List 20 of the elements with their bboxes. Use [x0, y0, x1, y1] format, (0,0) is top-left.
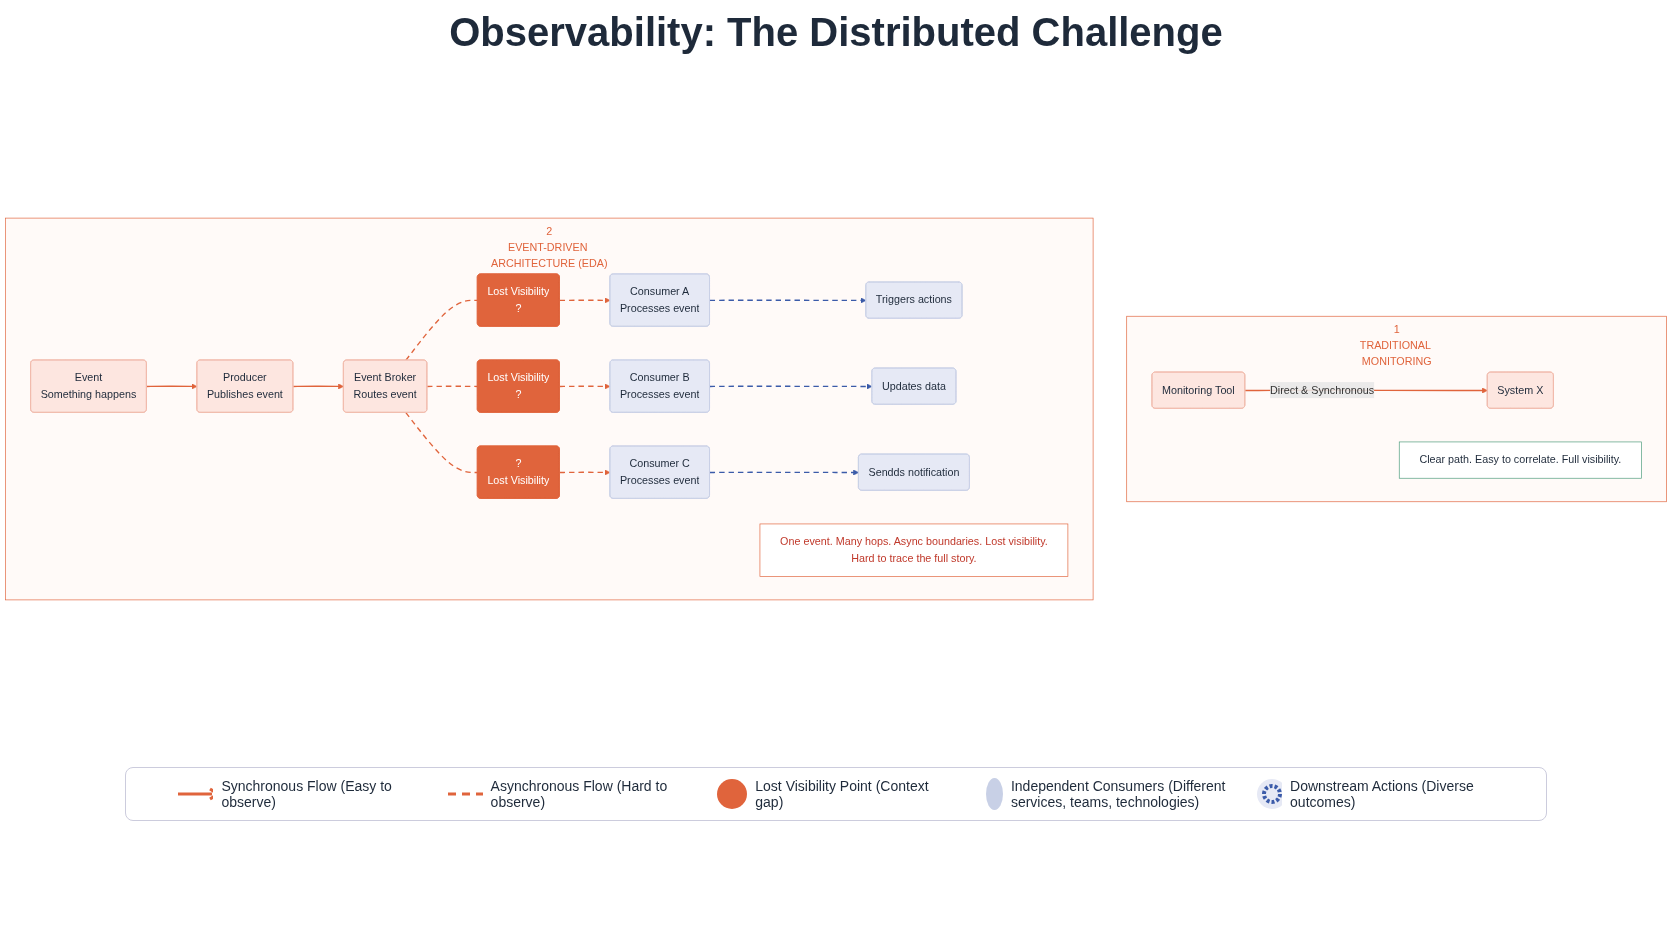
arrow [559, 469, 611, 476]
arrow [559, 383, 611, 390]
arrow [559, 297, 611, 304]
arrow [292, 383, 344, 390]
edge-label: Direct & Synchronous [1270, 384, 1375, 396]
legend-text: Asynchronous Flow (Hard to observe) [490, 778, 669, 810]
arrow [709, 297, 867, 304]
legend-text: Independent Consumers (Different services, teams, technologies) [1010, 778, 1226, 810]
node-box: One event. Many hops. Async boundaries. Lost visibility. Hard to trace the full story. [759, 523, 1069, 577]
connector [405, 299, 479, 361]
legend-text: Downstream Actions (Diverse outcomes) [1290, 778, 1475, 810]
legend-text: Lost Visibility Point (Context gap) [755, 778, 930, 810]
connector [405, 412, 479, 474]
title: Observability: The Distributed Challenge [448, 10, 1224, 55]
legend-text: Synchronous Flow (Easy to observe) [221, 778, 393, 810]
arrow [709, 383, 873, 390]
node-box: Clear path. Easy to correlate. Full visibility. [1398, 441, 1642, 479]
connector [426, 385, 479, 388]
arrow [709, 469, 859, 476]
arrow [146, 383, 198, 390]
